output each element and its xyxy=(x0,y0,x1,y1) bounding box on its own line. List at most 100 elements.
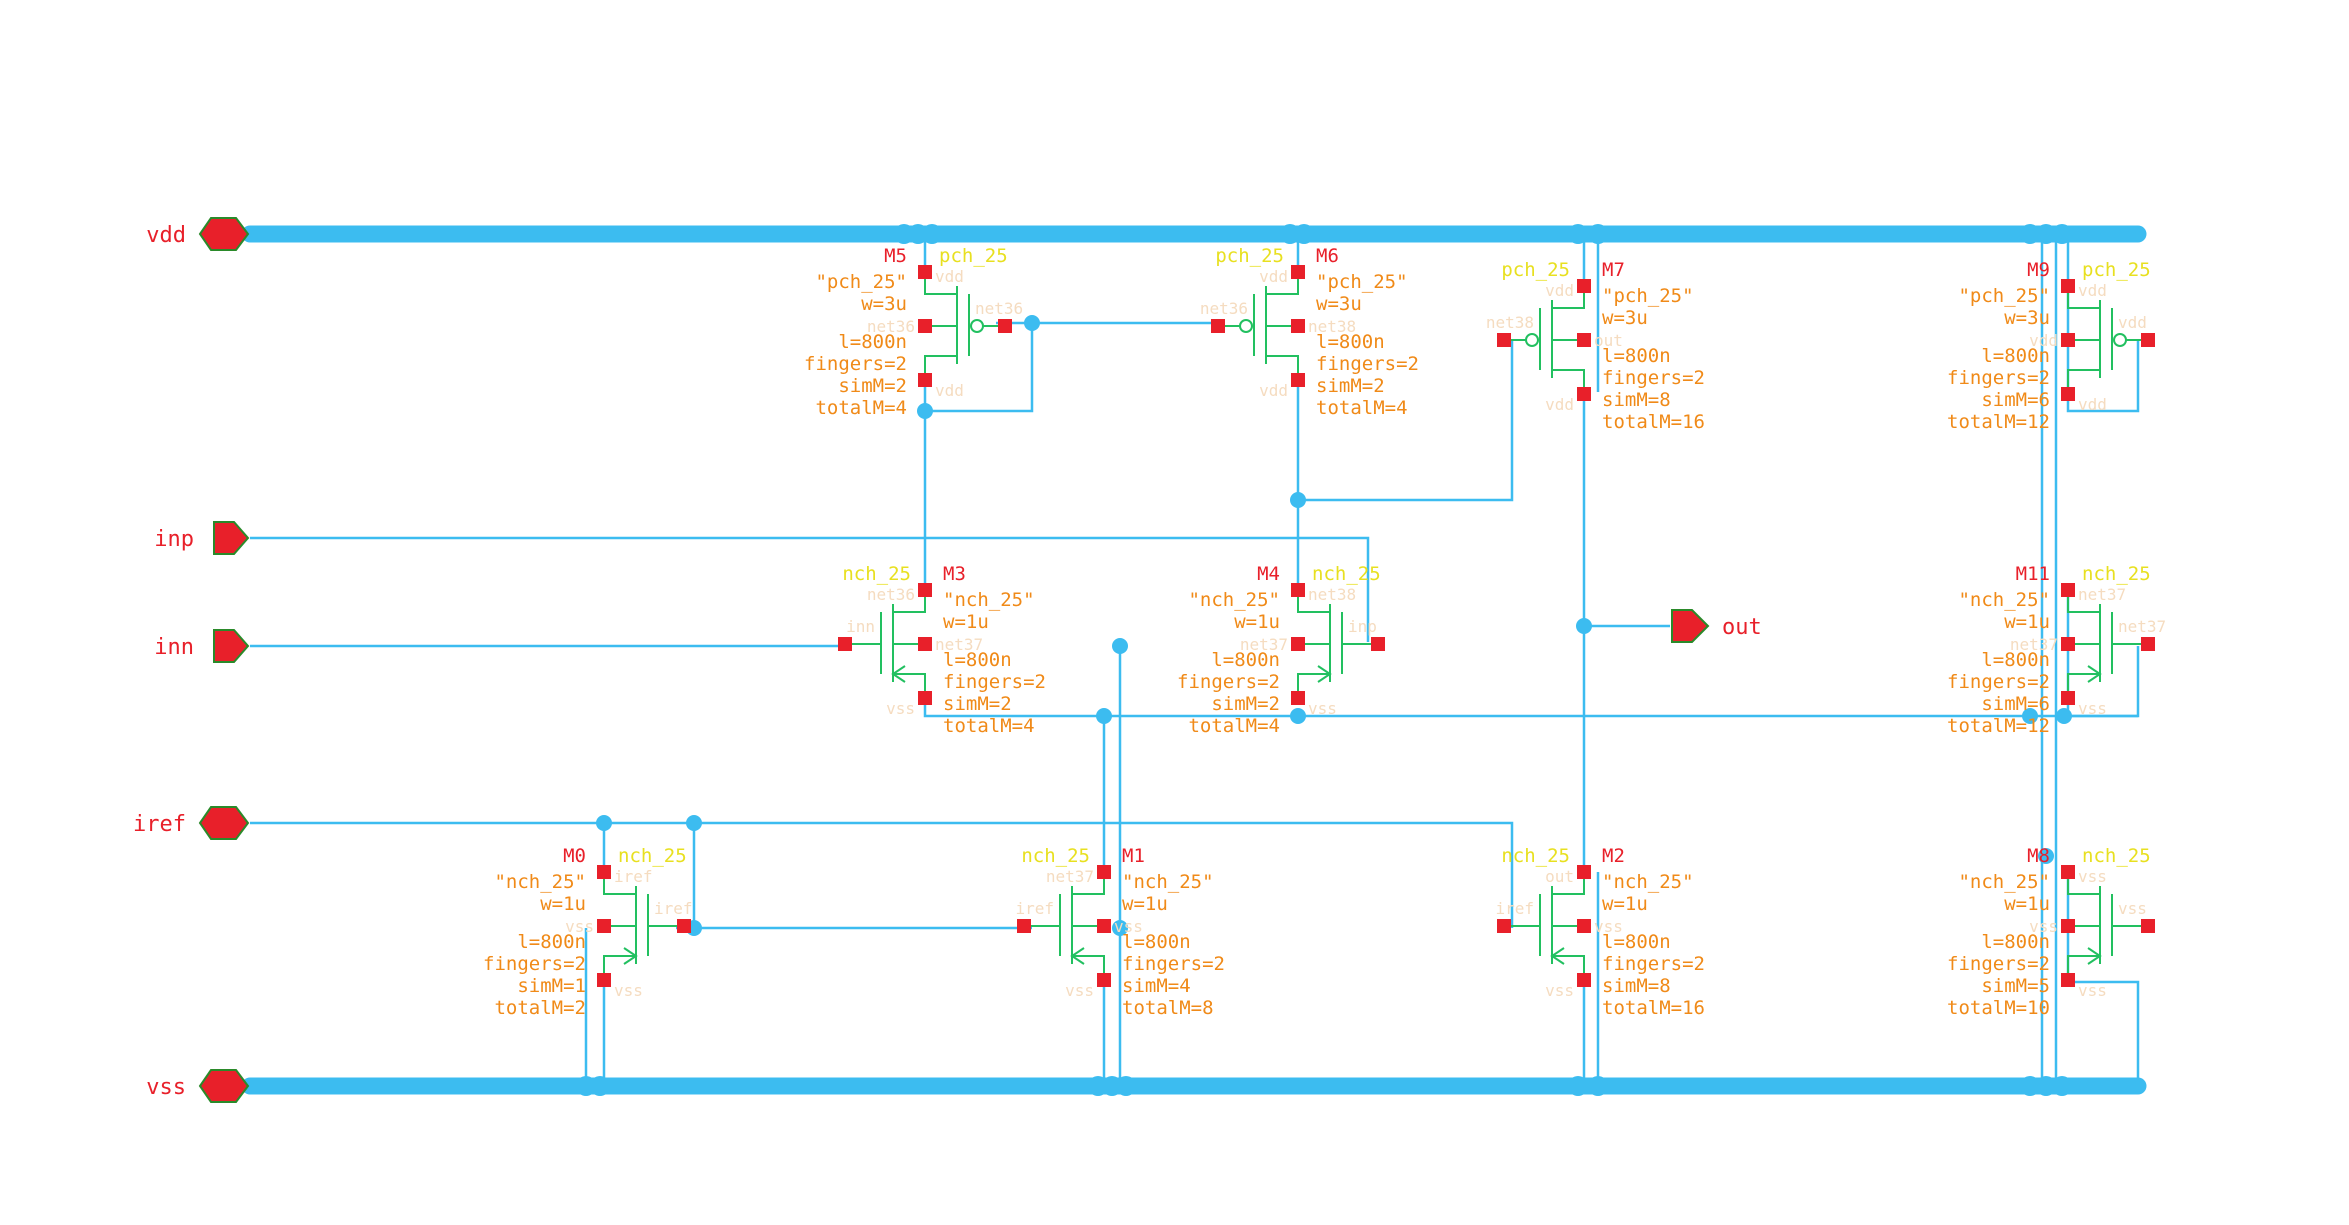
gate-pin[interactable] xyxy=(1017,919,1031,933)
pins: vdd vss iref inp inn out xyxy=(133,217,1762,1103)
terminal-net-label: net36 xyxy=(975,299,1023,318)
bulk-pin[interactable] xyxy=(1577,919,1591,933)
bulk-pin[interactable] xyxy=(1291,319,1305,333)
drain-pin[interactable] xyxy=(2061,583,2075,597)
drain-pin[interactable] xyxy=(1291,583,1305,597)
terminal-net-label: out xyxy=(1545,867,1574,886)
transistor-m9[interactable]: M9"pch_25"w=3ul=800nfingers=2simM=6total… xyxy=(1947,259,2155,433)
terminal-net-label: vdd xyxy=(2078,395,2107,414)
drain-pin[interactable] xyxy=(2061,279,2075,293)
bulk-pin[interactable] xyxy=(1577,333,1591,347)
drain-lead xyxy=(924,272,957,295)
transistor-m8[interactable]: M8"nch_25"w=1ul=800nfingers=2simM=5total… xyxy=(1947,845,2155,1019)
source-pin[interactable] xyxy=(918,691,932,705)
junction-dot xyxy=(908,224,928,244)
terminal-net-label: vdd xyxy=(2029,331,2058,350)
wire-iref[interactable] xyxy=(250,821,1514,928)
wires xyxy=(250,234,2140,1086)
gate-pin[interactable] xyxy=(1497,919,1511,933)
bulk-pin[interactable] xyxy=(1097,919,1111,933)
drain-pin[interactable] xyxy=(1291,265,1305,279)
bulk-pin[interactable] xyxy=(2061,919,2075,933)
gate-pin[interactable] xyxy=(677,919,691,933)
bulk-pin[interactable] xyxy=(2061,637,2075,651)
transistor-m0[interactable]: M0"nch_25"w=1ul=800nfingers=2simM=1total… xyxy=(483,845,692,1019)
source-pin[interactable] xyxy=(597,973,611,987)
source-pin[interactable] xyxy=(2061,691,2075,705)
pin-inp[interactable]: inp xyxy=(154,521,250,555)
gate-pin[interactable] xyxy=(998,319,1012,333)
drain-lead xyxy=(1552,286,1585,309)
drain-pin[interactable] xyxy=(1577,279,1591,293)
param-width: w=1u xyxy=(1234,611,1280,633)
inout-pin-icon xyxy=(198,806,250,840)
param-totalm: totalM=8 xyxy=(1122,997,1214,1019)
terminal-net-label: out xyxy=(1594,331,1623,350)
source-pin[interactable] xyxy=(2061,973,2075,987)
junction-dot xyxy=(2020,224,2040,244)
drain-pin[interactable] xyxy=(1577,865,1591,879)
gate-pin[interactable] xyxy=(2141,637,2155,651)
drain-pin[interactable] xyxy=(918,583,932,597)
terminal-net-label: vss xyxy=(614,981,643,1000)
source-lead xyxy=(2067,955,2100,980)
source-pin[interactable] xyxy=(2061,387,2075,401)
bulk-pin[interactable] xyxy=(1291,637,1305,651)
source-lead xyxy=(1552,369,1585,394)
source-lead xyxy=(1072,955,1105,980)
source-pin[interactable] xyxy=(1577,973,1591,987)
pmos-bubble-icon xyxy=(2113,333,2127,347)
instance-name: M11 xyxy=(2016,563,2050,585)
source-pin[interactable] xyxy=(1577,387,1591,401)
terminal-net-label: iref xyxy=(654,899,693,918)
param-width: w=1u xyxy=(2004,893,2050,915)
pin-inn[interactable]: inn xyxy=(154,629,250,663)
junction-dot xyxy=(1112,638,1128,654)
wire-net36-diode[interactable] xyxy=(925,323,1034,413)
transistor-m5[interactable]: M5"pch_25"w=3ul=800nfingers=2simM=2total… xyxy=(804,245,1023,419)
wire-inp[interactable] xyxy=(250,536,1370,642)
bulk-pin[interactable] xyxy=(918,637,932,651)
pin-iref[interactable]: iref xyxy=(133,806,250,840)
pin-out[interactable]: out xyxy=(1671,609,1762,643)
transistor-m1[interactable]: M1"nch_25"w=1ul=800nfingers=2simM=4total… xyxy=(1015,845,1224,1019)
source-pin[interactable] xyxy=(1291,691,1305,705)
source-pin[interactable] xyxy=(1097,973,1111,987)
transistor-m11[interactable]: M11"nch_25"w=1ul=800nfingers=2simM=6tota… xyxy=(1947,563,2166,737)
cell-name: nch_25 xyxy=(618,845,687,867)
bulk-pin[interactable] xyxy=(597,919,611,933)
gate-pin[interactable] xyxy=(1371,637,1385,651)
wire-m9-side xyxy=(2066,234,2140,413)
terminal-net-label: net36 xyxy=(867,585,915,604)
drain-pin[interactable] xyxy=(2061,865,2075,879)
source-pin[interactable] xyxy=(918,373,932,387)
bulk-pin[interactable] xyxy=(918,319,932,333)
wire-net38-m7gate[interactable] xyxy=(1298,340,1514,502)
transistor-m6[interactable]: M6"pch_25"w=3ul=800nfingers=2simM=2total… xyxy=(1200,245,1419,419)
param-length: l=800n xyxy=(1122,931,1191,953)
drain-pin[interactable] xyxy=(597,865,611,879)
bulk-pin[interactable] xyxy=(2061,333,2075,347)
drain-pin[interactable] xyxy=(918,265,932,279)
gate-pin[interactable] xyxy=(1497,333,1511,347)
pin-vss[interactable]: vss xyxy=(146,1069,250,1103)
source-pin[interactable] xyxy=(1291,373,1305,387)
power-buses xyxy=(241,225,2147,1095)
instance-name: M8 xyxy=(2027,845,2050,867)
transistor-m2[interactable]: M2"nch_25"w=1ul=800nfingers=2simM=8total… xyxy=(1495,845,1704,1019)
nmos-arrow-icon xyxy=(1070,947,1085,965)
gate-pin[interactable] xyxy=(1211,319,1225,333)
terminal-net-label: net36 xyxy=(1200,299,1248,318)
transistor-m3[interactable]: M3"nch_25"w=1ul=800nfingers=2simM=2total… xyxy=(838,563,1046,737)
gate-pin[interactable] xyxy=(2141,333,2155,347)
pin-vdd[interactable]: vdd xyxy=(146,217,250,251)
transistor-m7[interactable]: M7"pch_25"w=3ul=800nfingers=2simM=8total… xyxy=(1486,259,1705,433)
param-totalm: totalM=4 xyxy=(815,397,907,419)
model-name: "nch_25" xyxy=(1122,871,1214,893)
gate-pin[interactable] xyxy=(838,637,852,651)
gate-pin[interactable] xyxy=(2141,919,2155,933)
transistor-m4[interactable]: M4"nch_25"w=1ul=800nfingers=2simM=2total… xyxy=(1177,563,1385,737)
terminal-net-label: vdd xyxy=(1545,281,1574,300)
drain-pin[interactable] xyxy=(1097,865,1111,879)
cell-name: pch_25 xyxy=(1215,245,1284,267)
